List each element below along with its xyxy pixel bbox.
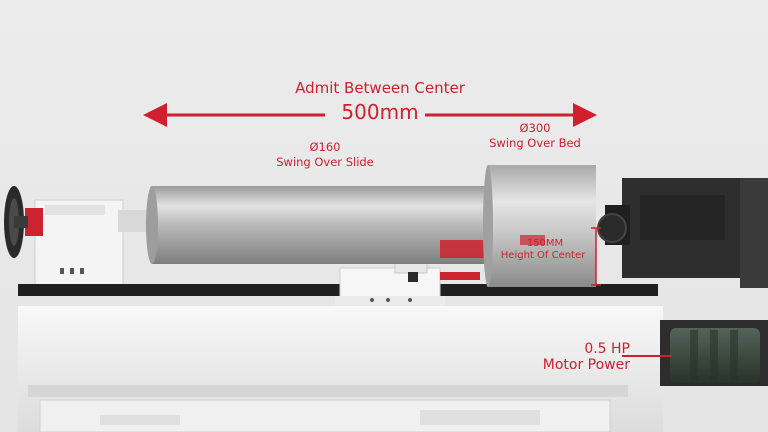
between-centers-value: 500mm (341, 100, 419, 124)
swing-bed-diameter: Ø300 (519, 121, 551, 135)
handwheel (4, 186, 28, 258)
motor (660, 320, 768, 386)
between-centers-title: Admit Between Center (295, 79, 465, 97)
center-height-label: Height Of Center (500, 250, 586, 261)
swing-slide-diameter: Ø160 (309, 140, 341, 154)
motor-power-value: 0.5 HP (584, 341, 630, 357)
motor-power-label: Motor Power (542, 357, 630, 373)
headstock (597, 178, 768, 288)
workpiece-small (146, 186, 490, 264)
swing-slide-label: Swing Over Slide (276, 155, 374, 169)
tailstock (25, 199, 153, 286)
workpiece-large (483, 165, 596, 287)
center-height-value: 150MM (526, 238, 564, 249)
swing-bed-label: Swing Over Bed (489, 136, 581, 150)
